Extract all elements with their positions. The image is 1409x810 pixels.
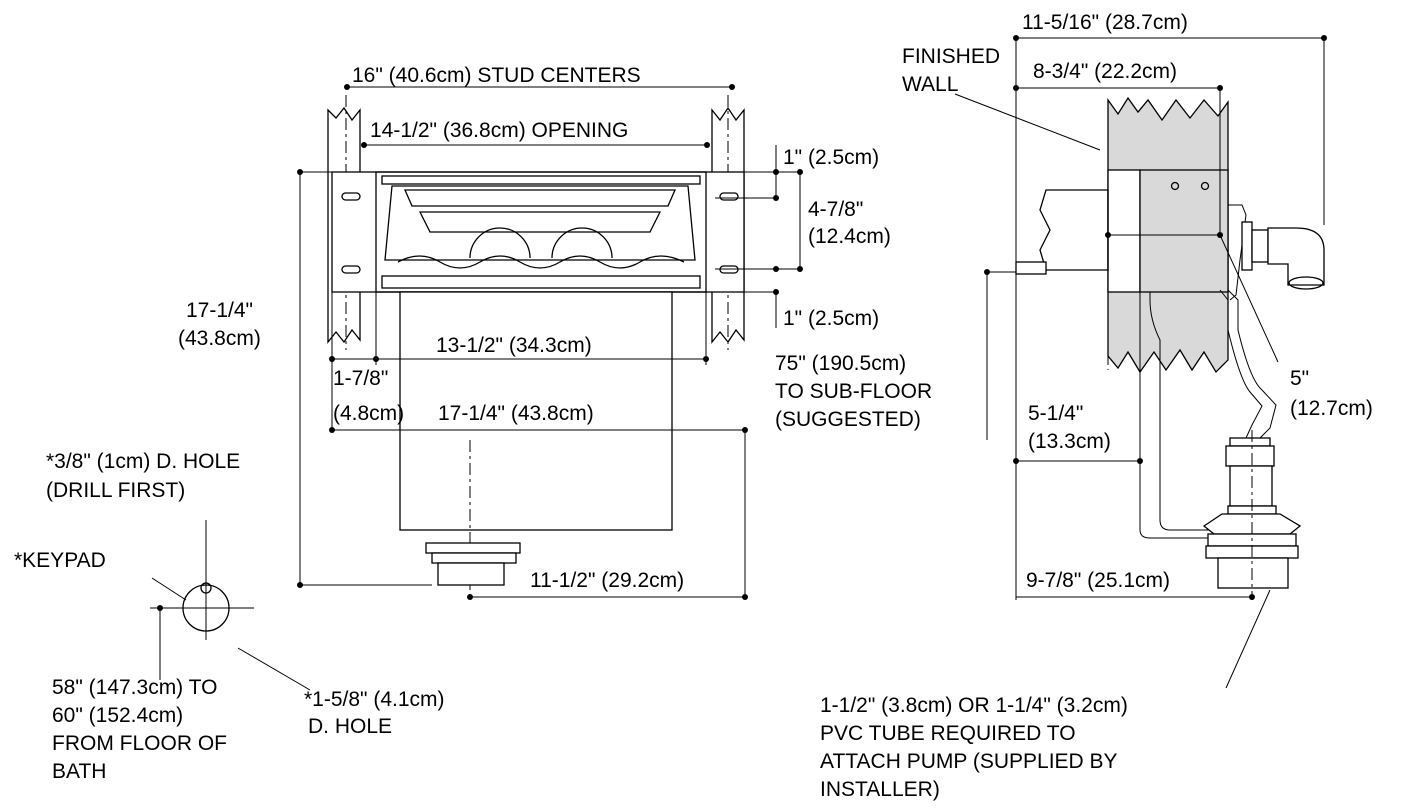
- flange-label: 1-7/8": [333, 367, 388, 390]
- outlet-depth-label: 5": [1290, 367, 1309, 390]
- small-hole-note: (DRILL FIRST): [46, 479, 185, 502]
- depth-to-wall-label: 8-3/4" (22.2cm): [1033, 60, 1177, 83]
- inner-width-label: 13-1/2" (34.3cm): [436, 334, 592, 357]
- left-stud: [327, 106, 361, 344]
- keypad-label: *KEYPAD: [14, 549, 106, 572]
- finished-wall-label-2: WALL: [902, 73, 958, 96]
- pvc-label-1: 1-1/2" (3.8cm) OR 1-1/4" (3.2cm): [820, 694, 1128, 717]
- side-view: 11-5/16" (28.7cm) FINISHED WALL 8-3/4" (…: [775, 11, 1373, 801]
- bottom-gap-label: 1" (2.5cm): [783, 307, 879, 330]
- large-hole-label: *1-5/8" (4.1cm): [304, 688, 445, 711]
- pump-housing: [399, 291, 673, 531]
- top-gap-label: 1" (2.5cm): [783, 146, 879, 169]
- flange-metric-label: (4.8cm): [333, 402, 404, 425]
- overall-depth-label: 11-5/16" (28.7cm): [1022, 11, 1188, 34]
- height-metric-label: (43.8cm): [178, 327, 261, 350]
- mount-spacing-label: 4-7/8": [808, 198, 863, 221]
- pvc-label-3: ATTACH PUMP (SUPPLIED BY: [820, 750, 1118, 773]
- drain-offset-label: 11-1/2" (29.2cm): [530, 569, 684, 592]
- overall-width-label: 17-1/4" (43.8cm): [438, 402, 594, 425]
- pvc-label-4: INSTALLER): [820, 778, 940, 801]
- opening-label: 14-1/2" (36.8cm) OPENING: [370, 119, 628, 142]
- stud-centers-label: 16" (40.6cm) STUD CENTERS: [352, 64, 641, 87]
- pipe-depth-metric-label: (13.3cm): [1028, 430, 1111, 453]
- large-hole-note: D. HOLE: [308, 715, 392, 738]
- mount-height-label-1: 58" (147.3cm) TO: [52, 676, 217, 699]
- mount-height-label-2: 60" (152.4cm): [52, 704, 183, 727]
- subfloor-label-2: TO SUB-FLOOR: [775, 380, 932, 403]
- subfloor-label-3: (SUGGESTED): [775, 408, 921, 431]
- height-label: 17-1/4": [186, 299, 253, 322]
- small-hole-label: *3/8" (1cm) D. HOLE: [46, 450, 240, 473]
- keypad-detail: *3/8" (1cm) D. HOLE (DRILL FIRST) *KEYPA…: [14, 450, 445, 783]
- mount-height-label-4: BATH: [52, 760, 106, 783]
- pvc-label-2: PVC TUBE REQUIRED TO: [820, 722, 1076, 745]
- drain-depth-label: 9-7/8" (25.1cm): [1026, 569, 1170, 592]
- mount-spacing-metric-label: (12.4cm): [808, 225, 891, 248]
- mount-height-label-3: FROM FLOOR OF: [52, 732, 227, 755]
- pipe-depth-label: 5-1/4": [1028, 402, 1083, 425]
- finished-wall-label: FINISHED: [902, 45, 1000, 68]
- outlet-depth-metric-label: (12.7cm): [1290, 397, 1373, 420]
- subfloor-label-1: 75" (190.5cm): [775, 352, 906, 375]
- right-stud: [711, 106, 745, 344]
- front-view: 16" (40.6cm) STUD CENTERS 14-1/2" (36.8c…: [178, 64, 891, 600]
